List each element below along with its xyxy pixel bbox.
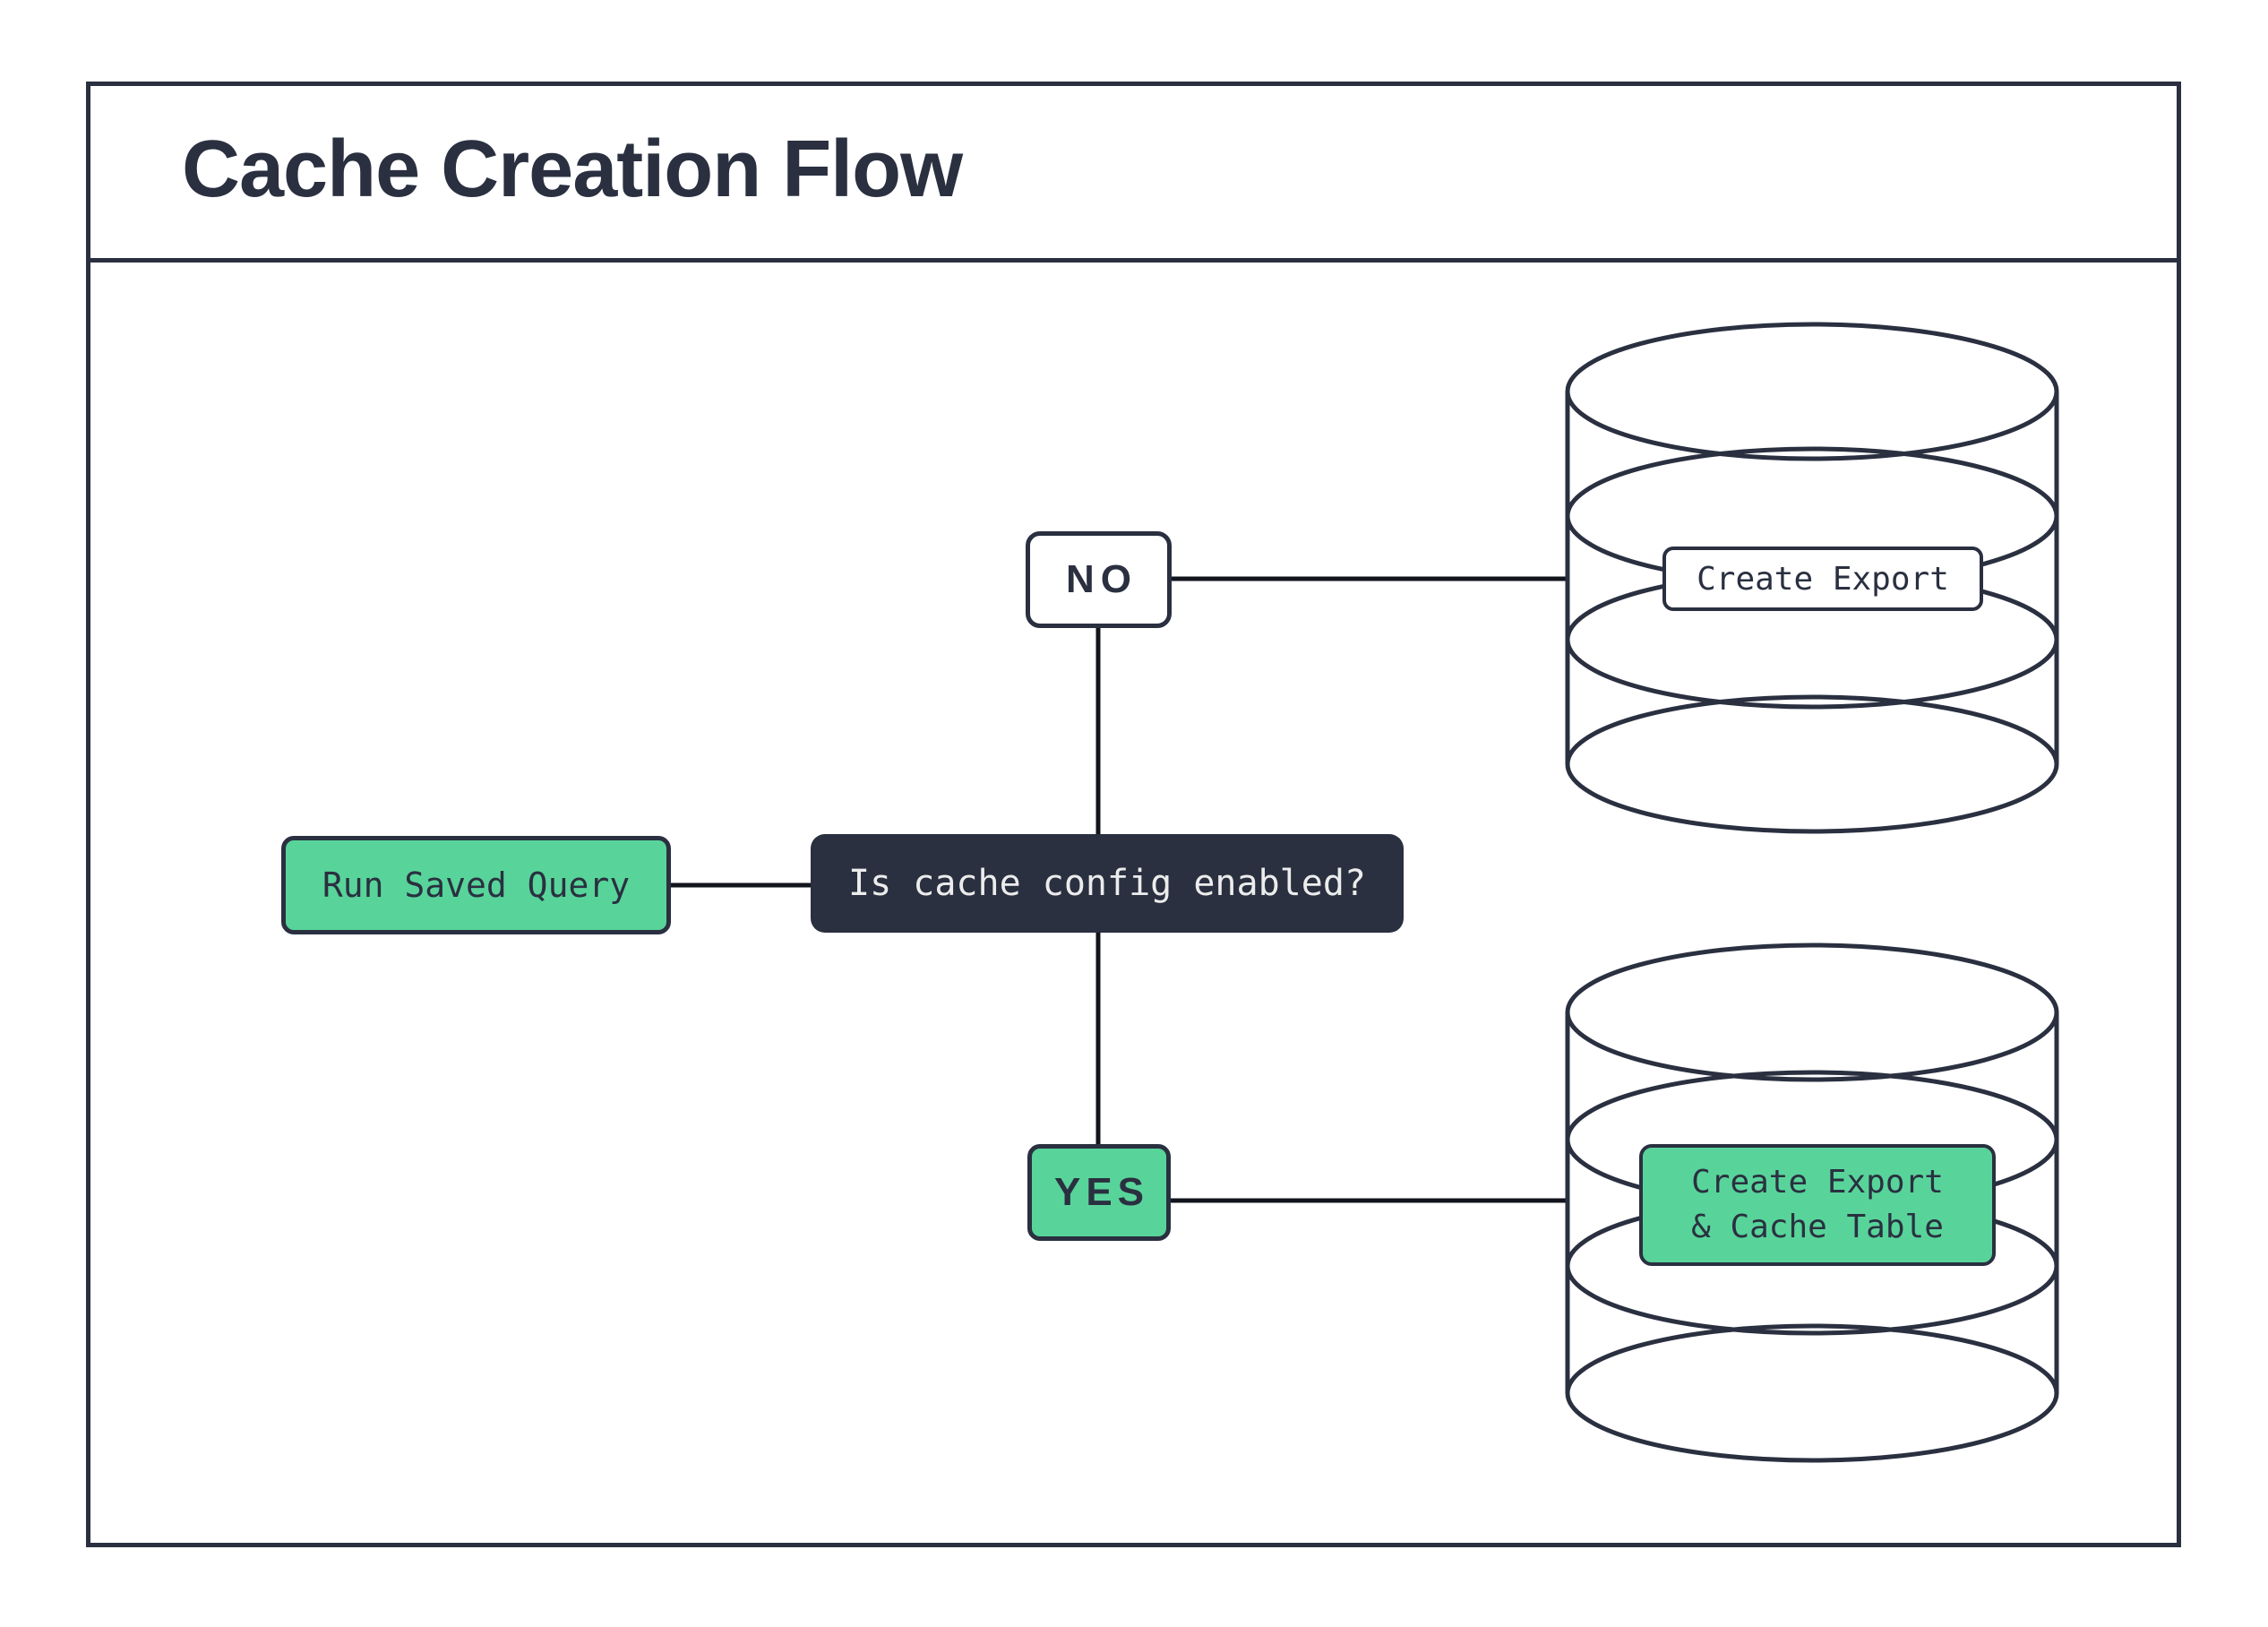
node-decision-label: Is cache config enabled? — [848, 863, 1366, 904]
diagram-frame — [86, 82, 2181, 1547]
node-create-export-cache-line2: & Cache Table — [1691, 1209, 1944, 1245]
node-branch-yes-label: YES — [1053, 1170, 1150, 1214]
page-title: Cache Creation Flow — [182, 125, 963, 214]
node-create-export-label: Create Export — [1697, 560, 1949, 598]
node-decision-cache-config: Is cache config enabled? — [811, 834, 1404, 933]
node-create-export: Create Export — [1662, 547, 1983, 611]
node-branch-no: NO — [1026, 531, 1172, 628]
diagram-header: Cache Creation Flow — [86, 82, 2181, 263]
node-branch-yes: YES — [1027, 1144, 1171, 1241]
node-create-export-cache-table: Create Export & Cache Table — [1639, 1144, 1996, 1266]
node-create-export-cache-line1: Create Export — [1691, 1164, 1944, 1201]
node-run-saved-query-label: Run Saved Query — [322, 865, 631, 905]
node-run-saved-query: Run Saved Query — [281, 836, 671, 934]
node-branch-no-label: NO — [1066, 557, 1138, 601]
